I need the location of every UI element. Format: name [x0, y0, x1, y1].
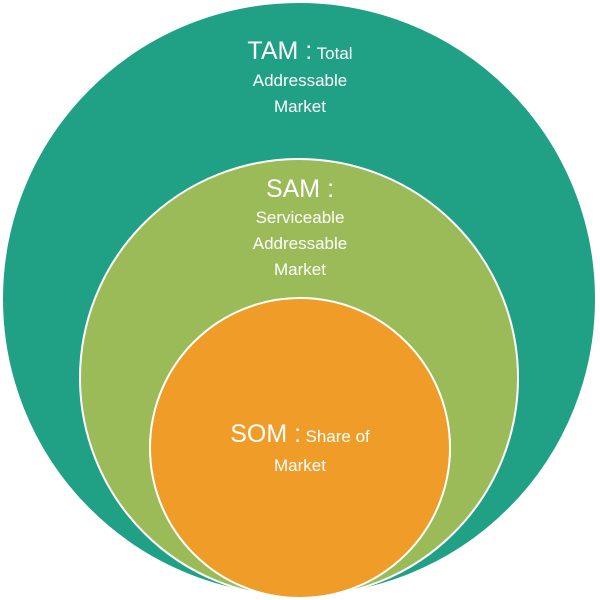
sam-name-part-1: Serviceable [255, 208, 345, 227]
tam-name-part-3: Market [274, 97, 326, 116]
sam-abbreviation: SAM : [265, 175, 335, 203]
tam-name-part-2: Addressable [252, 71, 348, 90]
tam-abbreviation: TAM : [247, 37, 313, 65]
som-name-part-2: Market [274, 456, 326, 475]
sam-name-part-2: Addressable [252, 234, 348, 253]
som-label: SOM : Share of Market [190, 420, 410, 480]
tam-label: TAM : Total Addressable Market [200, 38, 400, 120]
som-abbreviation: SOM : [230, 420, 302, 448]
som-circle [149, 297, 451, 599]
sam-name-part-3: Market [274, 260, 326, 279]
sam-label: SAM : Serviceable Addressable Market [200, 173, 400, 283]
som-name-part-1: Share of [305, 427, 370, 446]
tam-name-part-1: Total [316, 44, 353, 63]
